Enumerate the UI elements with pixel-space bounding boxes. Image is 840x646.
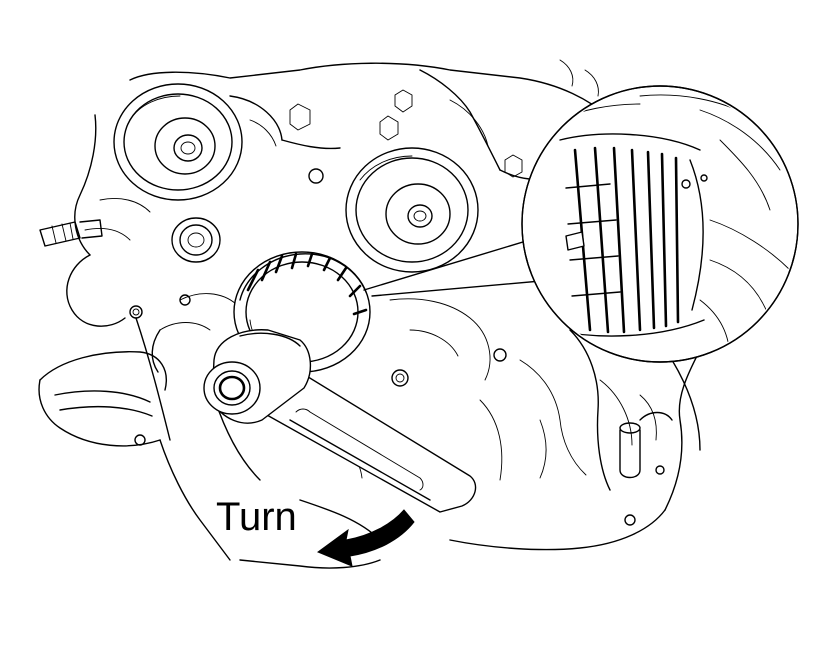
idler-pulley [113,83,243,201]
small-roller [171,217,221,263]
center-idler-pulley [345,147,479,273]
magnified-detail-view [521,85,799,363]
socket-wrench [203,329,477,513]
turn-direction-arrow [316,509,415,567]
sensor-fitting [39,219,103,247]
turn-label: Turn [216,495,297,539]
